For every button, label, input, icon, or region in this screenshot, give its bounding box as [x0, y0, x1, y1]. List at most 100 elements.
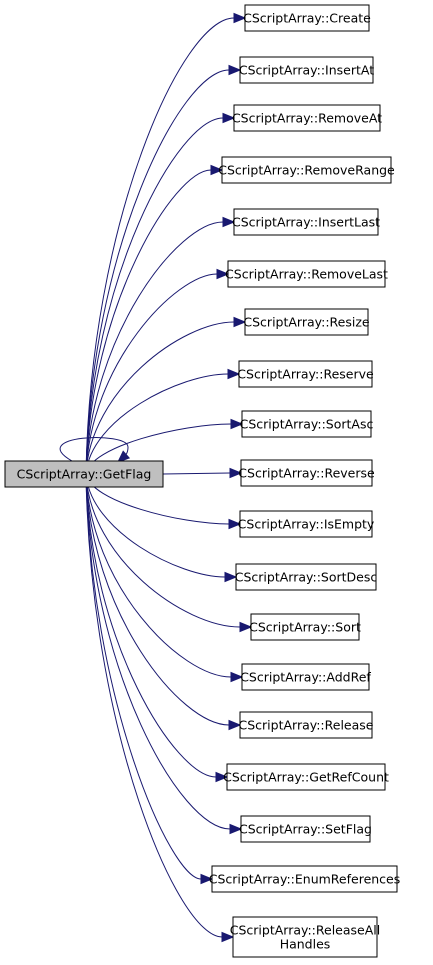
arrowhead-insertlast: [222, 216, 236, 228]
node-addref[interactable]: CScriptArray::AddRef: [240, 663, 371, 691]
node-label-removelast: CScriptArray::RemoveLast: [225, 267, 388, 282]
edge-getflag-to-create: [85, 17, 235, 475]
arrowhead-sort: [239, 621, 253, 633]
node-removelast[interactable]: CScriptArray::RemoveLast: [225, 260, 388, 288]
arrowhead-reverse: [229, 467, 243, 479]
arrowhead-enumreferences: [200, 873, 214, 885]
arrowhead-setflag: [229, 823, 243, 835]
arrowhead-sortasc: [230, 418, 244, 430]
node-label-addref: CScriptArray::AddRef: [240, 670, 371, 685]
arrowhead-removerange: [210, 164, 224, 176]
edge-getflag-to-reserve: [85, 373, 229, 475]
arrowhead-getrefcount: [215, 771, 229, 783]
node-box-setflag: [240, 815, 371, 843]
node-box-reverse: [240, 459, 373, 487]
node-getflag[interactable]: CScriptArray::GetFlag: [4, 460, 164, 488]
node-label-enumreferences: CScriptArray::EnumReferences: [209, 872, 401, 887]
edge-getflag-to-reverse: [162, 472, 231, 475]
node-label-getflag: CScriptArray::GetFlag: [17, 467, 152, 482]
arrowhead-reserve: [227, 368, 241, 380]
edge-getflag-to-resize: [85, 321, 235, 475]
edge-getflag-to-removeat: [85, 117, 224, 475]
node-box-removerange: [221, 156, 392, 184]
node-box-resize: [244, 308, 369, 336]
node-sortdesc[interactable]: CScriptArray::SortDesc: [235, 563, 378, 591]
node-label-removerange: CScriptArray::RemoveRange: [218, 163, 395, 178]
node-reverse[interactable]: CScriptArray::Reverse: [238, 459, 375, 487]
node-box-removeat: [233, 104, 381, 132]
edge-getflag-to-insertlast: [85, 221, 224, 475]
node-box-removelast: [227, 260, 386, 288]
node-label-sortasc: CScriptArray::SortAsc: [240, 417, 374, 432]
node-box-getflag: [4, 460, 164, 488]
node-box-insertlast: [233, 208, 379, 236]
node-label-sortdesc: CScriptArray::SortDesc: [235, 570, 378, 585]
arrowhead-removeat: [222, 112, 236, 124]
node-removerange[interactable]: CScriptArray::RemoveRange: [218, 156, 395, 184]
node-removeat[interactable]: CScriptArray::RemoveAt: [232, 104, 382, 132]
arrowhead-removelast: [216, 268, 230, 280]
node-label-getrefcount: CScriptArray::GetRefCount: [223, 770, 389, 785]
node-enumreferences[interactable]: CScriptArray::EnumReferences: [209, 865, 401, 893]
node-insertat[interactable]: CScriptArray::InsertAt: [239, 56, 374, 84]
node-box-releaseallhandles: [232, 916, 378, 958]
arrowhead-isempty: [228, 518, 242, 530]
node-release[interactable]: CScriptArray::Release: [238, 711, 374, 739]
edge-getflag-to-sort: [85, 473, 241, 628]
arrowhead-create: [233, 12, 247, 24]
node-box-enumreferences: [211, 865, 398, 893]
arrowhead-self-loop: [117, 450, 131, 463]
node-label-resize: CScriptArray::Resize: [243, 315, 370, 330]
node-insertlast[interactable]: CScriptArray::InsertLast: [232, 208, 380, 236]
node-box-create: [244, 4, 370, 32]
node-label-releaseallhandles-line-2: Handles: [280, 937, 331, 952]
edge-getflag-to-setflag: [85, 473, 231, 830]
edge-getflag-to-removelast: [85, 273, 218, 475]
node-label-releaseallhandles-line-1: CScriptArray::ReleaseAll: [230, 923, 381, 938]
node-box-getrefcount: [226, 763, 386, 791]
node-box-sort: [250, 613, 360, 641]
edge-getflag-to-removerange: [85, 169, 212, 475]
edge-getflag-to-releaseallhandles: [85, 473, 223, 938]
node-label-insertat: CScriptArray::InsertAt: [239, 63, 374, 78]
node-label-reserve: CScriptArray::Reserve: [237, 367, 374, 382]
node-label-reverse: CScriptArray::Reverse: [238, 466, 375, 481]
node-label-sort: CScriptArray::Sort: [249, 620, 361, 635]
node-label-setflag: CScriptArray::SetFlag: [239, 822, 372, 837]
node-label-create: CScriptArray::Create: [243, 11, 371, 26]
node-resize[interactable]: CScriptArray::Resize: [243, 308, 370, 336]
nodes-layer: CScriptArray::GetFlag CScriptArray::Creat…: [4, 4, 401, 958]
edge-getflag-to-release: [85, 473, 230, 726]
node-label-insertlast: CScriptArray::InsertLast: [232, 215, 380, 230]
arrowhead-insertat: [228, 64, 242, 76]
edge-getflag-to-getrefcount: [85, 473, 217, 778]
node-box-sortdesc: [235, 563, 377, 591]
edge-getflag-to-sortdesc: [85, 473, 226, 578]
edge-getflag-to-addref: [85, 473, 232, 678]
node-box-addref: [241, 663, 370, 691]
node-box-sortasc: [241, 410, 372, 438]
node-sort[interactable]: CScriptArray::Sort: [249, 613, 361, 641]
node-getrefcount[interactable]: CScriptArray::GetRefCount: [223, 763, 389, 791]
edge-getflag-to-insertat: [85, 69, 230, 475]
node-isempty[interactable]: CScriptArray::IsEmpty: [238, 510, 375, 538]
arrowhead-addref: [230, 671, 244, 683]
arrowhead-releaseallhandles: [221, 931, 235, 943]
arrowhead-sortdesc: [224, 571, 238, 583]
node-box-isempty: [239, 510, 373, 538]
node-box-reserve: [238, 360, 373, 388]
node-reserve[interactable]: CScriptArray::Reserve: [237, 360, 374, 388]
arrowhead-release: [228, 719, 242, 731]
arrowhead-resize: [233, 316, 247, 328]
node-create[interactable]: CScriptArray::Create: [243, 4, 371, 32]
node-box-insertat: [239, 56, 374, 84]
node-label-isempty: CScriptArray::IsEmpty: [238, 517, 375, 532]
node-label-removeat: CScriptArray::RemoveAt: [232, 111, 382, 126]
edge-getflag-to-enumreferences: [85, 473, 202, 880]
node-sortasc[interactable]: CScriptArray::SortAsc: [240, 410, 374, 438]
node-box-release: [239, 711, 373, 739]
node-label-release: CScriptArray::Release: [238, 718, 373, 733]
node-setflag[interactable]: CScriptArray::SetFlag: [239, 815, 372, 843]
